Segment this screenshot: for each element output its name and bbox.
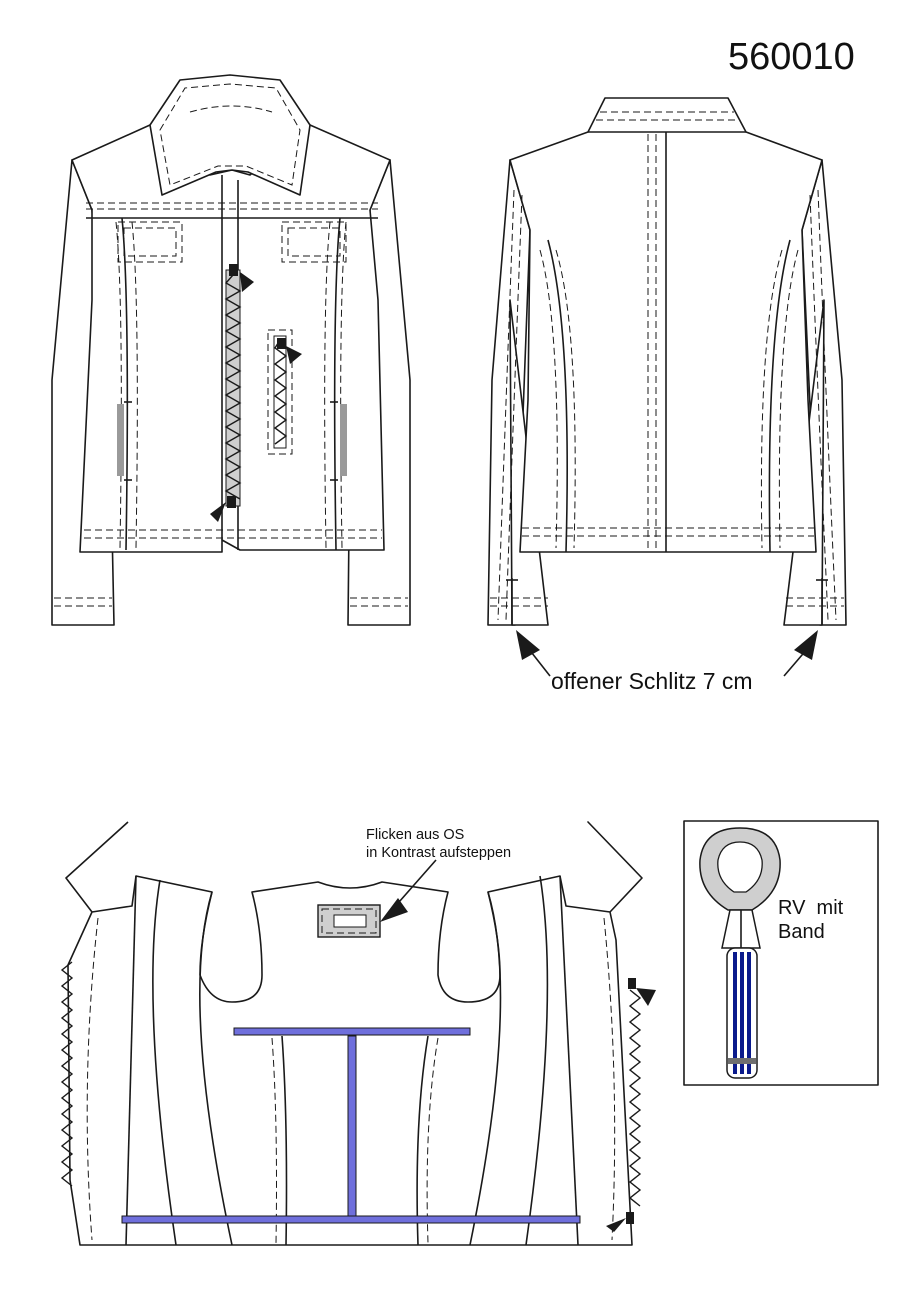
patch-note-line2: in Kontrast aufsteppen xyxy=(366,845,512,861)
inside-right-zipper-teeth xyxy=(628,989,642,1207)
patch-note: Flicken aus OS in Kontrast aufsteppen xyxy=(366,826,596,862)
jacket-front-view xyxy=(51,74,411,626)
tape-vertical xyxy=(347,1035,357,1217)
jacket-back-view xyxy=(487,97,847,677)
tape-upper-horizontal xyxy=(233,1027,471,1036)
zipper-note-line1: RV mit xyxy=(778,897,844,919)
style-number: 560010 xyxy=(728,36,855,78)
zipper-pull-detail xyxy=(683,820,879,1086)
zipper-note: RV mit Band xyxy=(778,896,878,944)
patch-note-line1: Flicken aus OS xyxy=(366,827,465,843)
slit-callout-arrows xyxy=(516,630,818,677)
left-side-pocket xyxy=(117,404,124,476)
jacket-inside-view xyxy=(60,821,656,1246)
inside-left-zipper-teeth xyxy=(60,961,74,1187)
front-zipper-teeth xyxy=(224,274,242,500)
tape-lower-horizontal xyxy=(121,1215,581,1224)
front-collar xyxy=(149,74,311,196)
slit-callout-label: offener Schlitz 7 cm xyxy=(551,668,753,694)
right-side-pocket xyxy=(340,404,347,476)
zipper-note-line2: Band xyxy=(778,921,825,943)
